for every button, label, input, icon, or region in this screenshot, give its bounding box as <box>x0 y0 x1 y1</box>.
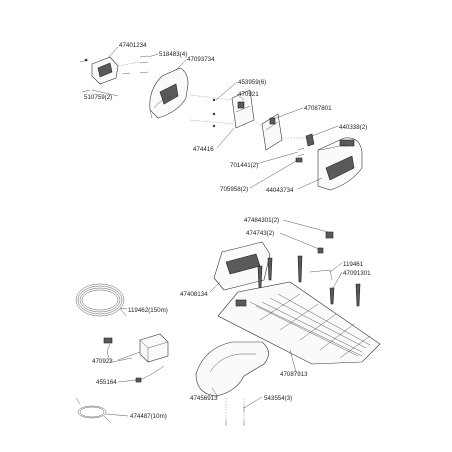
label-455164: 455164 <box>96 379 117 386</box>
label-470922: 470922 <box>92 358 113 365</box>
label-47087801: 47087801 <box>304 105 332 112</box>
leader-lines <box>91 46 343 417</box>
circuit-board-part <box>189 89 255 129</box>
label-474487: 474487(10m) <box>130 413 167 420</box>
label-47408134: 47408134 <box>180 291 208 298</box>
bracket-part <box>255 113 283 151</box>
label-510759: 510759(2) <box>84 94 112 101</box>
small-fittings-part <box>279 219 334 254</box>
front-cover-part <box>317 137 363 191</box>
contact-pins-part <box>282 133 315 163</box>
base-plate-part <box>217 281 381 365</box>
label-474743: 474743(2) <box>246 230 274 237</box>
label-119462: 119462(150m) <box>128 307 168 314</box>
label-47091301: 47091301 <box>343 270 371 277</box>
mounting-plate-part <box>79 56 119 93</box>
label-543554: 543554(3) <box>264 395 292 402</box>
boundary-wire-coil-part <box>75 283 127 317</box>
label-47484301: 47484301(2) <box>244 217 279 224</box>
label-47087913: 47087913 <box>280 371 308 378</box>
label-705958: 705958(2) <box>220 186 248 193</box>
label-474416: 474416 <box>193 146 214 153</box>
label-47093734: 47093734 <box>187 56 215 63</box>
ground-pegs-part <box>257 255 361 307</box>
label-470921: 470921 <box>238 91 259 98</box>
label-453959: 453959(6) <box>238 79 266 86</box>
label-440338: 440338(2) <box>339 124 367 131</box>
part-number-labels: 47401234 518483(4) 47093734 510759(2) 45… <box>84 42 371 420</box>
guide-plate-part <box>195 341 269 426</box>
label-47401234: 47401234 <box>119 42 147 49</box>
rear-housing-part <box>149 67 189 119</box>
label-119461: 119461 <box>343 261 364 268</box>
label-47456913: 47456913 <box>190 395 218 402</box>
docking-station-part <box>213 241 271 291</box>
low-voltage-cable-part <box>135 365 165 383</box>
label-44043734: 44043734 <box>266 187 294 194</box>
power-supply-part <box>103 333 169 363</box>
label-701441: 701441(2) <box>230 162 258 169</box>
screws-part <box>117 55 149 75</box>
extension-cable-coil-part <box>75 397 111 423</box>
label-518483: 518483(4) <box>159 51 187 58</box>
